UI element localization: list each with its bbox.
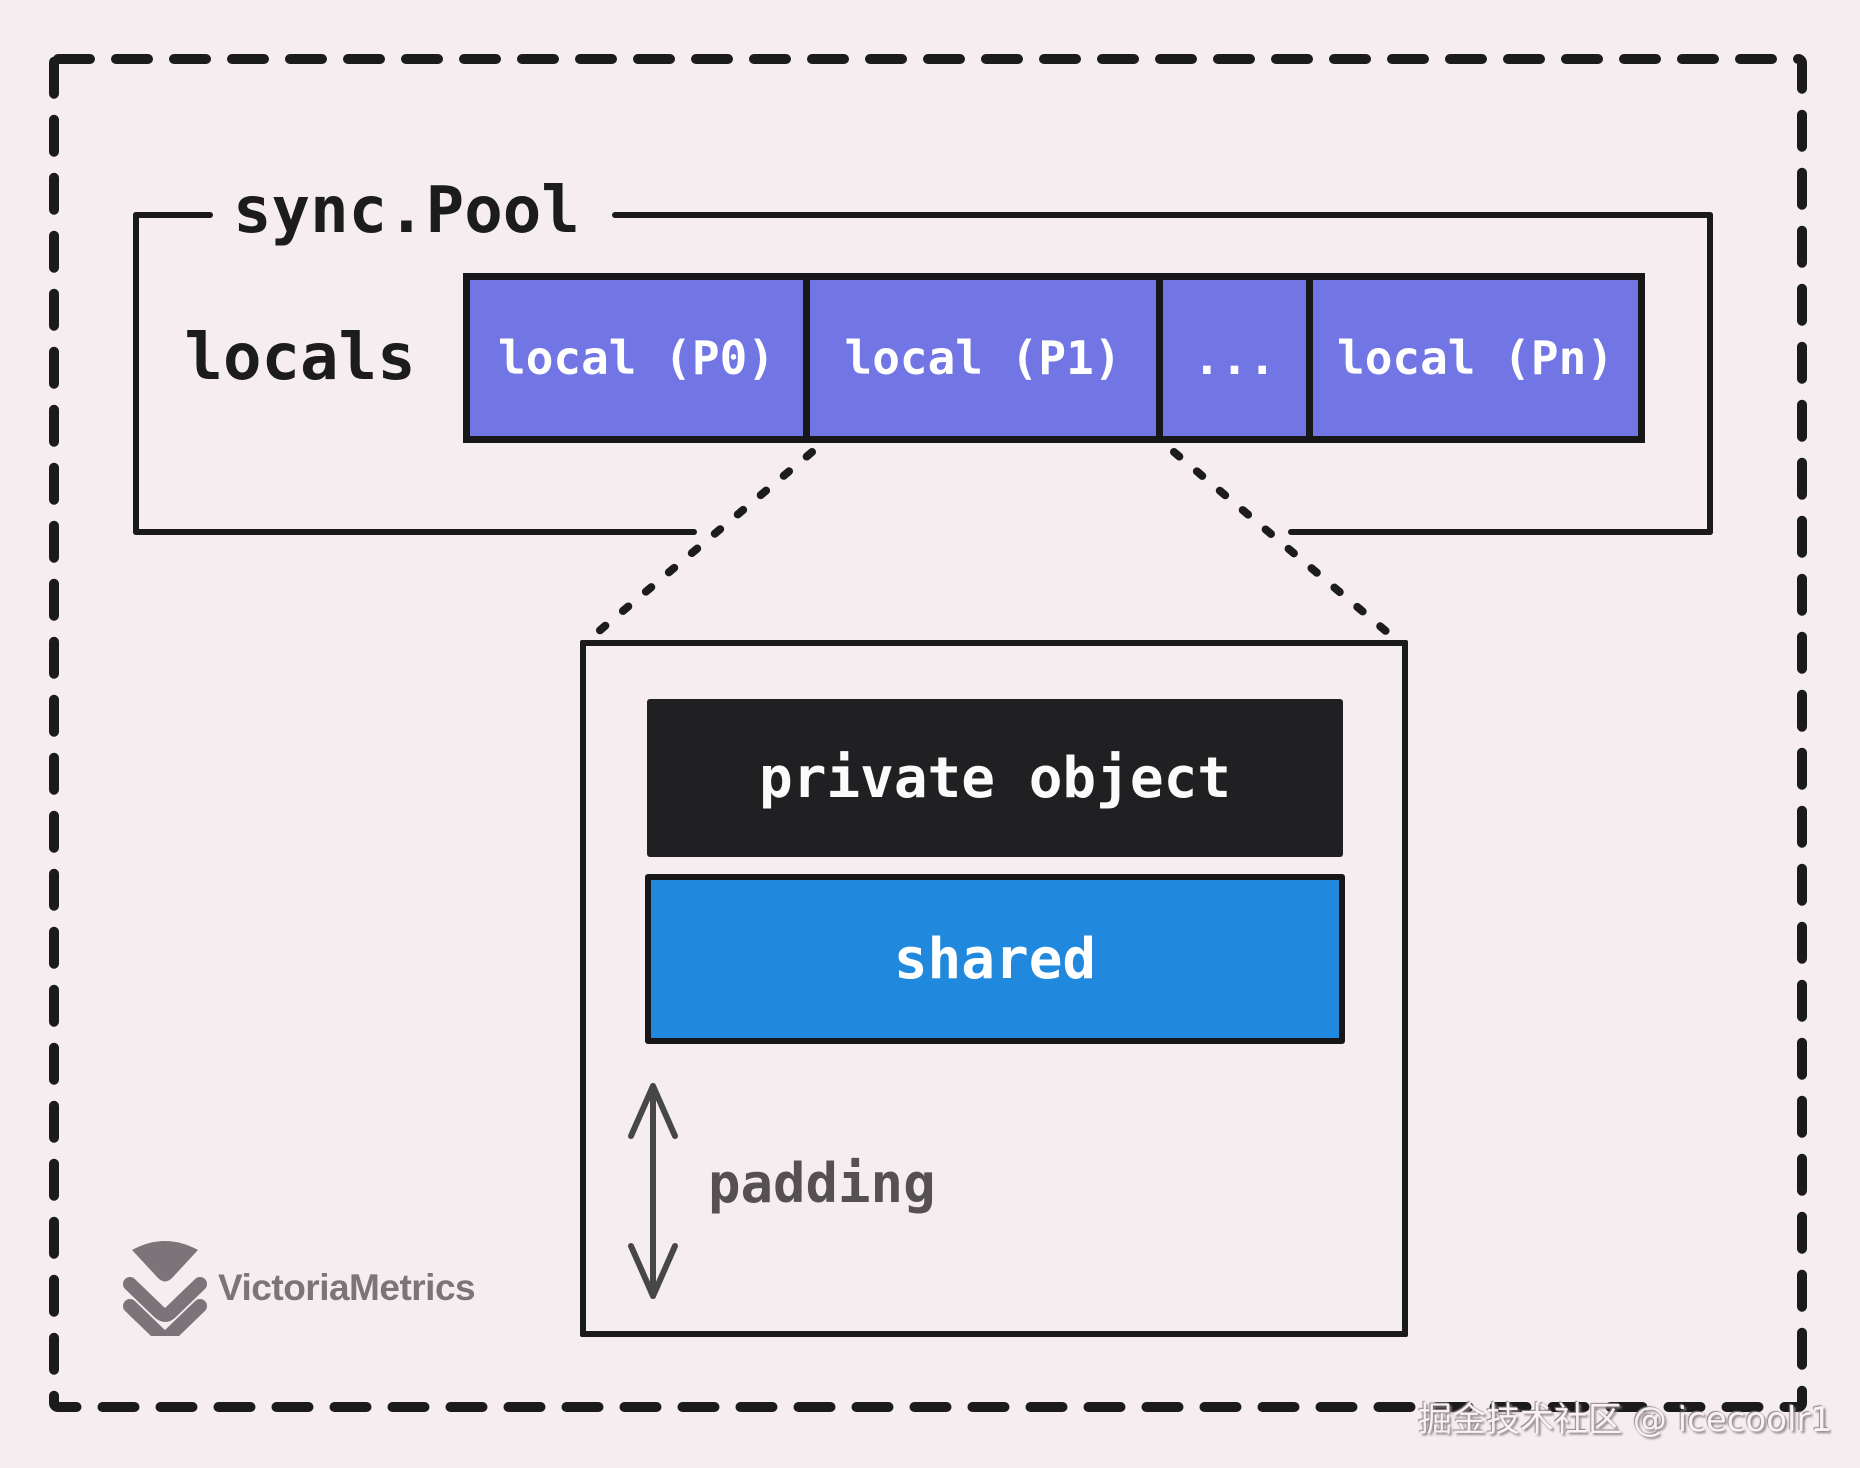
- shared-box: shared: [645, 874, 1345, 1044]
- padding-arrow: [628, 1083, 678, 1299]
- private-object-box: private object: [647, 699, 1343, 857]
- pool-title: sync.Pool: [233, 174, 580, 248]
- pool-box-bottom-right: [1288, 529, 1713, 535]
- victoriametrics-logo-icon: [123, 1241, 207, 1336]
- pool-box-left-edge: [133, 212, 139, 535]
- locals-row: local (P0) local (P1) ... local (Pn): [463, 273, 1652, 443]
- outer-dashed-border: [49, 54, 1807, 1412]
- pool-box-right-edge: [1707, 212, 1713, 535]
- victoriametrics-logo: VictoriaMetrics: [122, 1238, 482, 1338]
- locals-label: locals: [184, 321, 416, 395]
- padding-label: padding: [708, 1152, 936, 1215]
- local-cell-ellipsis: ...: [1156, 273, 1313, 443]
- pool-box-top-stub: [133, 212, 213, 218]
- local-cell-pn: local (Pn): [1306, 273, 1645, 443]
- pool-box-bottom-left: [133, 529, 697, 535]
- watermark-text: 掘金技术社区 @ icecoolr1: [1417, 1400, 1832, 1440]
- victoriametrics-logo-text: VictoriaMetrics: [218, 1267, 476, 1308]
- local-cell-p0: local (P0): [463, 273, 810, 443]
- local-cell-p1: local (P1): [803, 273, 1163, 443]
- local-detail-box: [580, 640, 1408, 1337]
- dotted-connector-left: [582, 448, 816, 646]
- dotted-connector-right: [1170, 448, 1404, 647]
- pool-box-top-edge: [612, 212, 1713, 218]
